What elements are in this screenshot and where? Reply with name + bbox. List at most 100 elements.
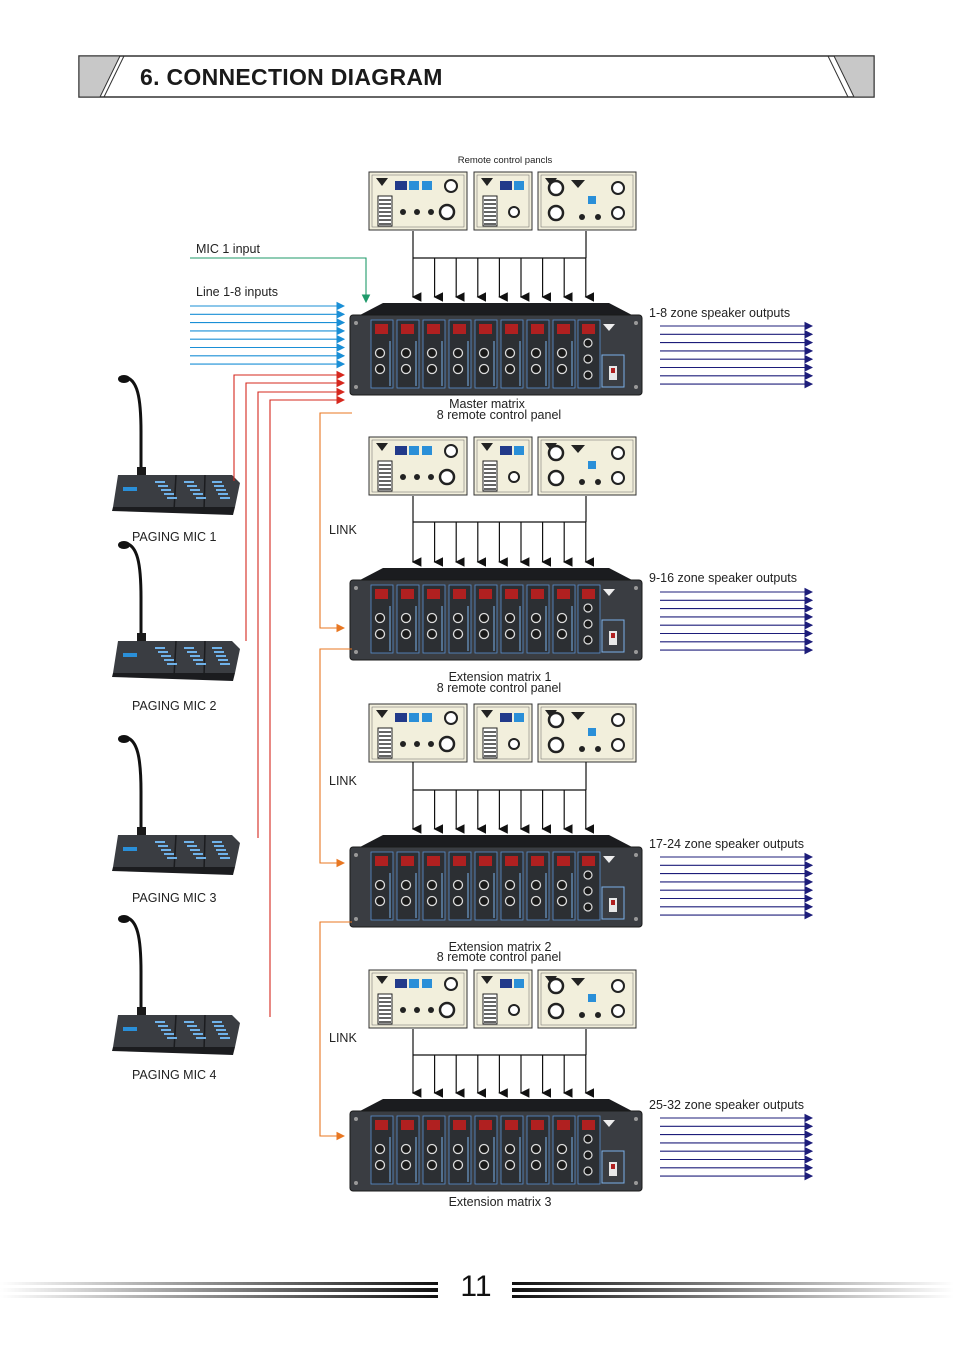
key-icon [216, 489, 226, 491]
matrix-channel [526, 1115, 550, 1185]
matrix-channel [370, 1115, 394, 1185]
knob-icon [426, 879, 438, 891]
logo-icon [481, 976, 493, 984]
matrix-channel [448, 1115, 472, 1185]
channel-display-icon [453, 856, 466, 866]
key-icon [161, 849, 171, 851]
knob-icon [530, 879, 542, 891]
paging-wire-4 [269, 395, 346, 1017]
xlr-connector-icon [444, 711, 458, 725]
remote-panel-group-2 [368, 436, 637, 496]
logo-icon [376, 710, 388, 718]
knob-icon [583, 870, 593, 880]
jack-icon [508, 206, 520, 218]
knob-icon [452, 1159, 464, 1171]
control-bus [411, 1029, 595, 1098]
extension-1-remote-panel-label: 8 remote control panel [436, 681, 562, 695]
xlr-connector-icon [438, 203, 456, 221]
xlr-connector-icon [444, 977, 458, 991]
remote-panel-group-1 [368, 171, 637, 231]
control-bus [411, 496, 595, 567]
channel-display-icon [453, 589, 466, 599]
knob-icon [504, 895, 516, 907]
knob-icon [400, 363, 412, 375]
channel-display-icon [557, 589, 570, 599]
rack-screw-icon [634, 917, 638, 921]
rack-screw-icon [354, 1181, 358, 1185]
knob-icon [583, 1166, 593, 1176]
xlr-connector-icon [547, 204, 565, 222]
matrices-layer [349, 303, 643, 1192]
mic-head-icon [118, 541, 130, 549]
knob-icon [530, 628, 542, 640]
key-icon [214, 651, 224, 653]
channel-display-icon [505, 589, 518, 599]
knob-icon [579, 479, 585, 485]
key-icon [158, 651, 168, 653]
key-icon [167, 663, 177, 665]
key-icon [216, 655, 226, 657]
jack-icon [611, 713, 625, 727]
jack-icon [611, 206, 625, 220]
rack-screw-icon [634, 1117, 638, 1121]
remote-panel [537, 171, 637, 231]
brand-logo-icon [603, 589, 615, 596]
logo-icon [571, 712, 585, 720]
master-section [577, 584, 601, 654]
key-icon [214, 845, 224, 847]
display-icon [500, 713, 512, 722]
display-icon [395, 713, 407, 722]
knob-icon [452, 1143, 464, 1155]
rack-screw-icon [354, 586, 358, 590]
speaker-outputs-4 [660, 1113, 814, 1181]
channel-display-icon [479, 324, 492, 334]
outputs-label-3: 17-24 zone speaker outputs [649, 837, 804, 851]
matrix-channel [370, 584, 394, 654]
knob-icon [583, 354, 593, 364]
knob-icon [478, 879, 490, 891]
paging-mics-layer [112, 375, 240, 1055]
matrix-channel [500, 584, 524, 654]
matrix-channel [474, 851, 498, 921]
matrix-channel [422, 1115, 446, 1185]
xlr-connector-icon [547, 179, 565, 197]
knob-icon [374, 1159, 386, 1171]
paging-mic-4 [112, 915, 240, 1055]
speaker-outputs-1 [660, 321, 814, 389]
power-indicator-icon [611, 633, 615, 638]
key-icon [184, 841, 194, 843]
knob-icon [426, 628, 438, 640]
knob-icon [504, 1159, 516, 1171]
mic-head-icon [118, 915, 130, 923]
matrix-top [360, 835, 632, 847]
paging-wire-3 [257, 387, 346, 838]
channel-display-icon [505, 856, 518, 866]
key-icon [218, 493, 228, 495]
logo-icon [571, 978, 585, 986]
knob-icon [595, 1012, 601, 1018]
paging-wire-2 [245, 378, 346, 641]
key-icon [218, 1033, 228, 1035]
matrix-unit-2 [349, 568, 643, 661]
knob-icon [556, 628, 568, 640]
button-icon [422, 713, 432, 722]
matrix-channel [526, 319, 550, 389]
master-display-icon [582, 589, 595, 599]
key-icon [187, 845, 197, 847]
button-icon [409, 713, 419, 722]
master-display-icon [582, 856, 595, 866]
key-icon [187, 651, 197, 653]
brand-logo-icon [603, 324, 615, 331]
logo-icon [376, 443, 388, 451]
logo-icon [481, 178, 493, 186]
knob-icon [579, 746, 585, 752]
knob-icon [530, 612, 542, 624]
brand-logo-icon [603, 856, 615, 863]
master-display-icon [582, 324, 595, 334]
knob-icon [530, 1159, 542, 1171]
knob-icon [374, 1143, 386, 1155]
gooseneck-icon [122, 375, 143, 473]
logo-icon [571, 180, 585, 188]
channel-display-icon [557, 324, 570, 334]
